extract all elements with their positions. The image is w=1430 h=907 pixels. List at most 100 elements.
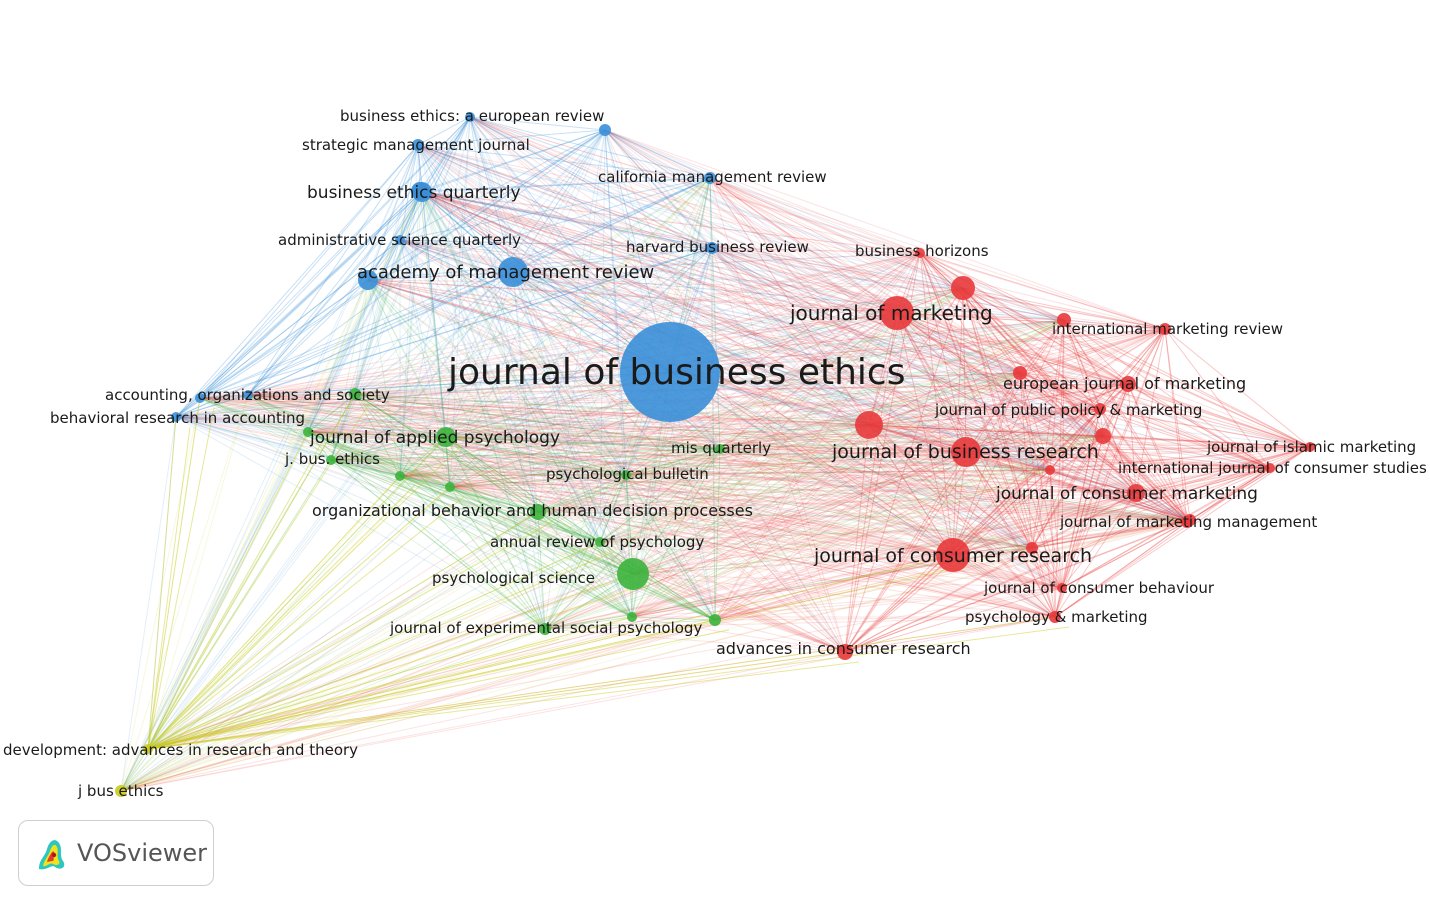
- link-edge: [632, 287, 964, 575]
- link-edge: [175, 416, 967, 453]
- network-node[interactable]: [243, 390, 253, 400]
- link-edge: [537, 408, 1101, 513]
- node-jcb[interactable]: [1057, 583, 1067, 593]
- link-edge: [399, 239, 870, 426]
- link-edge: [330, 459, 1033, 549]
- node-hbr[interactable]: [706, 242, 718, 254]
- node-obhdp[interactable]: [530, 504, 546, 520]
- network-node[interactable]: [1026, 542, 1038, 554]
- network-node[interactable]: [704, 172, 716, 184]
- network-node[interactable]: [855, 411, 883, 439]
- node-bqer[interactable]: [465, 112, 475, 122]
- node-jbr[interactable]: [951, 437, 981, 467]
- network-node[interactable]: [951, 276, 975, 300]
- node-jap[interactable]: [436, 427, 456, 447]
- link-edge: [445, 436, 1188, 523]
- network-node[interactable]: [395, 471, 405, 481]
- node-ejm[interactable]: [1120, 376, 1136, 392]
- node-acr[interactable]: [837, 644, 853, 660]
- node-jm[interactable]: [880, 296, 914, 330]
- link-edge: [709, 177, 1311, 448]
- network-node[interactable]: [1013, 366, 1027, 380]
- link-edge: [247, 394, 870, 426]
- link-edge: [247, 252, 921, 396]
- network-node[interactable]: [1057, 313, 1071, 327]
- network-node[interactable]: [627, 612, 637, 622]
- link-edge: [537, 511, 634, 575]
- node-jppm[interactable]: [1094, 403, 1106, 415]
- node-cmr[interactable]: [599, 124, 611, 136]
- link-edge: [417, 144, 1021, 374]
- link-edge: [199, 397, 546, 630]
- link-edge: [421, 191, 870, 426]
- link-edge: [417, 144, 1129, 385]
- node-bhor[interactable]: [915, 248, 925, 258]
- link-edge: [175, 416, 309, 433]
- node-jesp[interactable]: [539, 623, 551, 635]
- node-pm[interactable]: [1049, 611, 1061, 623]
- link-edge: [417, 144, 1033, 549]
- node-amr[interactable]: [498, 257, 528, 287]
- network-node[interactable]: [195, 393, 205, 403]
- link-edge: [625, 319, 1065, 476]
- link-edge: [709, 177, 1188, 523]
- link-edge: [1061, 519, 1191, 589]
- link-edge: [147, 485, 415, 750]
- node-imr[interactable]: [1159, 323, 1171, 335]
- link-edge: [419, 190, 1188, 523]
- link-edge: [399, 239, 1311, 448]
- link-edge: [599, 372, 1021, 543]
- node-label-ps: psychological science: [432, 569, 595, 587]
- network-node[interactable]: [303, 427, 313, 437]
- node-smj[interactable]: [412, 139, 424, 151]
- node-jmm[interactable]: [1181, 516, 1193, 528]
- node-jbe[interactable]: [620, 322, 720, 422]
- node-jim[interactable]: [1305, 442, 1315, 452]
- node-arp[interactable]: [595, 537, 605, 547]
- link-edge: [711, 247, 964, 289]
- link-edge: [512, 271, 1191, 521]
- link-edge: [632, 519, 1191, 575]
- network-node[interactable]: [445, 482, 455, 492]
- link-edge: [537, 435, 1104, 513]
- link-edge: [307, 431, 546, 630]
- node-dev[interactable]: [143, 744, 153, 754]
- node-jbusethics[interactable]: [326, 455, 336, 465]
- link-edge: [449, 424, 870, 488]
- link-edge: [399, 239, 1166, 330]
- link-edge: [604, 129, 1065, 321]
- node-jbusethics2[interactable]: [115, 785, 127, 797]
- link-edge: [421, 191, 898, 314]
- link-edge: [868, 424, 1137, 494]
- link-edge: [307, 247, 713, 433]
- link-edge: [330, 459, 1051, 471]
- link-edge: [449, 372, 1021, 488]
- link-edge: [307, 239, 401, 433]
- link-edge: [604, 129, 1101, 410]
- network-node[interactable]: [1095, 428, 1111, 444]
- link-edge: [147, 573, 634, 750]
- link-edge: [419, 190, 921, 254]
- link-edge: [1135, 467, 1271, 494]
- link-edge: [120, 573, 634, 792]
- node-jcr[interactable]: [936, 538, 970, 572]
- link-edge: [147, 435, 1104, 750]
- network-node[interactable]: [358, 270, 378, 290]
- node-pb[interactable]: [621, 470, 631, 480]
- network-node[interactable]: [1045, 465, 1055, 475]
- node-beq[interactable]: [412, 182, 432, 202]
- link-edge: [625, 474, 1188, 523]
- node-ijcs[interactable]: [1265, 463, 1275, 473]
- link-edge: [1054, 467, 1271, 618]
- node-aos[interactable]: [349, 388, 361, 400]
- link-edge: [952, 521, 1188, 556]
- node-asq[interactable]: [395, 235, 405, 245]
- node-misq[interactable]: [715, 444, 725, 454]
- network-node[interactable]: [709, 614, 721, 626]
- node-bria[interactable]: [171, 412, 181, 422]
- link-edge: [919, 252, 1051, 471]
- node-ps[interactable]: [617, 558, 649, 590]
- node-jcm[interactable]: [1127, 484, 1145, 502]
- link-edge: [120, 312, 898, 792]
